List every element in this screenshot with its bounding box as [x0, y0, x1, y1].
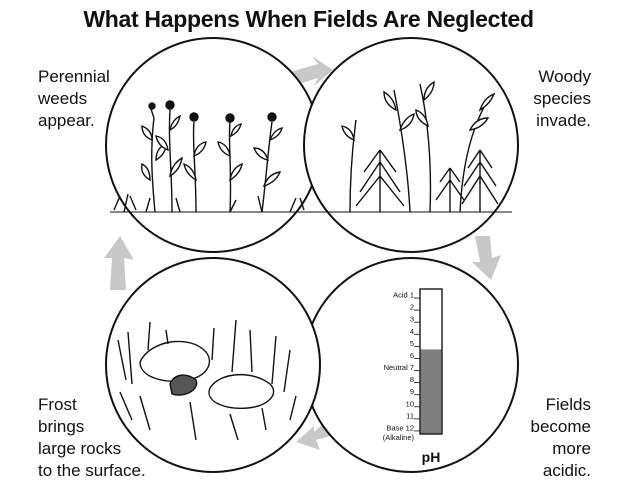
caption-fields-acidic: Fields become more acidic. [530, 395, 591, 480]
arrow-top [290, 56, 333, 86]
ph-tick-label: 3 [410, 315, 414, 324]
ph-bar-fill [420, 349, 442, 434]
arrow-bottom [296, 422, 330, 450]
weeds-illustration [105, 37, 321, 253]
arrow-left [104, 236, 134, 290]
ph-tick-label: Acid 1 [393, 291, 414, 300]
ph-tick-label: 9 [410, 387, 414, 396]
ph-tick-label: Neutral 7 [384, 363, 414, 372]
ph-bar-frame [419, 288, 443, 435]
ph-tick-label: 10 [406, 399, 414, 408]
ph-tick-label: 8 [410, 375, 414, 384]
ph-title: pH [422, 449, 441, 465]
acidity-illustration [303, 257, 519, 473]
cycle-arrows [104, 56, 501, 450]
diagram-title: What Happens When Fields Are Neglected [83, 6, 534, 32]
ph-tick-label: 4 [410, 327, 414, 336]
ph-tick-label: 6 [410, 351, 414, 360]
caption-woody-species: Woody species invade. [533, 67, 591, 130]
caption-frost-rocks: Frost brings large rocks to the surface. [38, 395, 146, 480]
ph-tick-label: 2 [410, 303, 414, 312]
ph-tick-label: Base 12 [386, 423, 414, 432]
ph-tick-label: 5 [410, 339, 414, 348]
ph-tick-label: 11 [406, 411, 414, 420]
rocks-illustration [105, 257, 321, 473]
caption-perennial-weeds: Perennial weeds appear. [38, 67, 110, 130]
arrow-right [472, 236, 501, 280]
ph-alkaline-label: (Alkaline) [383, 433, 415, 442]
woody-species-illustration [303, 37, 519, 253]
